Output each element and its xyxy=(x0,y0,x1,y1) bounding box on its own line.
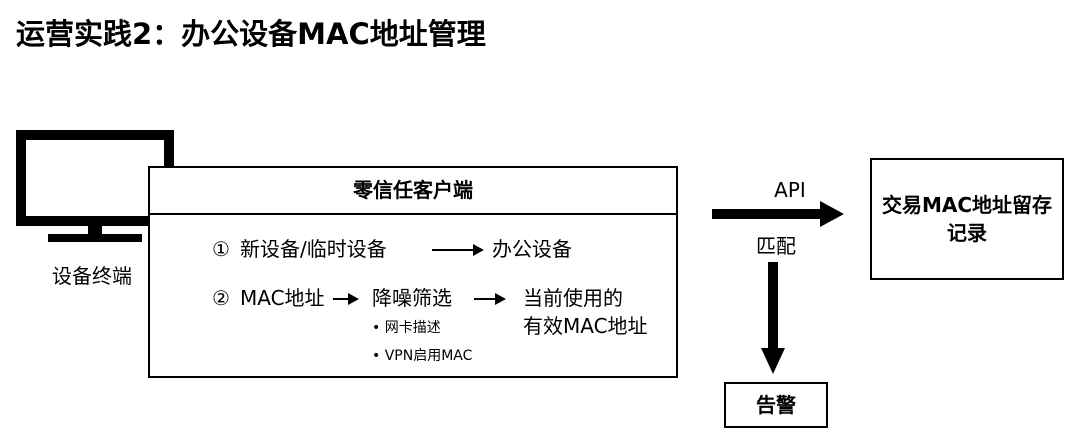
step2-number: ② xyxy=(212,286,230,310)
step2-filter-label: 降噪筛选 xyxy=(372,286,452,310)
step2-arrow-1 xyxy=(333,293,359,305)
step1-number: ① xyxy=(212,237,230,261)
alert-box: 告警 xyxy=(724,382,828,428)
match-label: 匹配 xyxy=(756,234,796,258)
mac-record-label: 交易MAC地址留存 记录 xyxy=(881,193,1053,245)
client-box-header: 零信任客户端 xyxy=(150,168,676,215)
step2-mac-label: MAC地址 xyxy=(240,286,325,310)
alert-arrow xyxy=(761,262,785,374)
api-label: API xyxy=(774,178,806,202)
filter-bullet-nic: • 网卡描述 xyxy=(372,320,441,336)
step1-arrow xyxy=(432,244,484,256)
filter-bullet-vpn: • VPN启用MAC xyxy=(372,348,473,364)
step2-result-line1: 当前使用的 xyxy=(523,286,623,310)
mac-record-box: 交易MAC地址留存 记录 xyxy=(870,158,1064,280)
device-terminal-label: 设备终端 xyxy=(52,264,132,288)
step1-to-label: 办公设备 xyxy=(492,237,572,261)
page-title: 运营实践2：办公设备MAC地址管理 xyxy=(16,17,486,51)
api-arrow xyxy=(712,201,844,227)
step2-arrow-2 xyxy=(474,293,506,305)
zero-trust-client-box: 零信任客户端 xyxy=(148,166,678,378)
step1-from-label: 新设备/临时设备 xyxy=(240,237,387,261)
step2-result-line2: 有效MAC地址 xyxy=(523,314,648,338)
